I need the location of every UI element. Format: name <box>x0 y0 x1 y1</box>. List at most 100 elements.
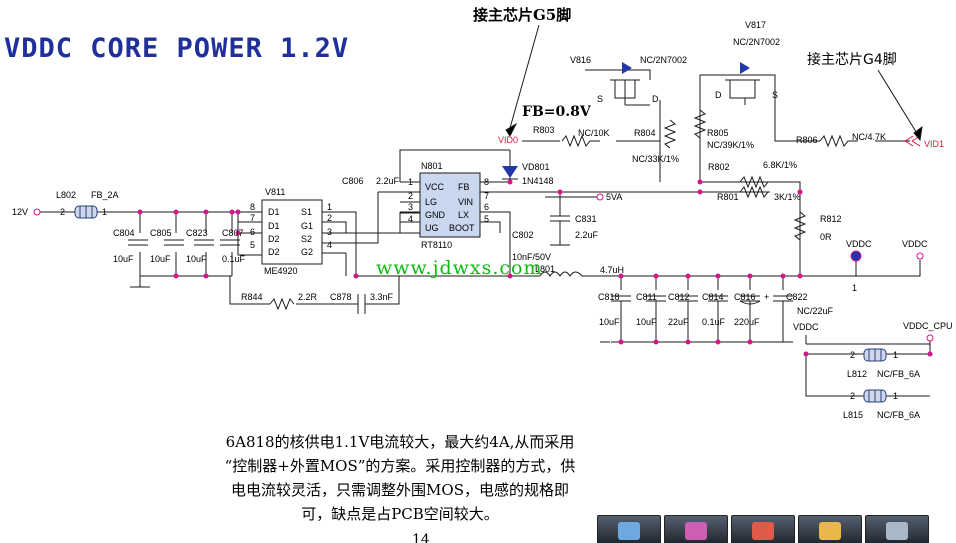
v811-pin-s2: S2 <box>301 234 312 244</box>
l812-pin1: 1 <box>893 350 898 360</box>
n801-part: RT8110 <box>421 240 452 250</box>
v811-num-7: 7 <box>250 213 255 223</box>
c812-value: 22uF <box>668 317 689 327</box>
c823-label: C823 <box>186 228 208 238</box>
r805-label: R805 <box>707 128 729 138</box>
g5-arrow-icon <box>505 122 518 137</box>
l812-value: NC/FB_6A <box>877 369 920 379</box>
c822-value: NC/22uF <box>797 306 834 316</box>
l801-inductor <box>539 271 583 277</box>
v817-mosfet <box>725 62 760 105</box>
v811-num-2: 2 <box>327 213 332 223</box>
l802-bead <box>74 205 98 219</box>
n801-pin-fb: FB <box>458 182 470 192</box>
l815-pin2: 2 <box>850 391 855 401</box>
c805-label: C805 <box>150 228 172 238</box>
vid1-arrow-icon <box>904 135 921 147</box>
v5a-label: 5VA <box>606 192 622 202</box>
v811-pin-g1: G1 <box>301 221 313 231</box>
n801-num-4: 4 <box>408 214 413 224</box>
l812-label: L812 <box>847 369 867 379</box>
c816-plus: + <box>764 292 769 302</box>
image-folder-icon[interactable] <box>798 515 862 543</box>
n801-pin-vcc: VCC <box>425 182 445 192</box>
c805-value: 10uF <box>150 254 171 264</box>
g4-arrow-icon <box>913 125 923 142</box>
fb-voltage-note: FB=0.8V <box>522 104 591 120</box>
c818-label: C818 <box>598 292 620 302</box>
v811-part: ME4920 <box>264 266 298 276</box>
l815-pin1: 1 <box>893 391 898 401</box>
vddc-terminal <box>916 252 924 260</box>
vd801-label: VD801 <box>522 162 550 172</box>
r803-value: NC/10K <box>578 128 610 138</box>
n801-pin-vin: VIN <box>458 197 473 207</box>
n801-num-2: 2 <box>408 191 413 201</box>
c814-label: C814 <box>702 292 724 302</box>
vd801-diode <box>502 166 518 180</box>
r802-label: R802 <box>708 162 730 172</box>
v817-d-label: D <box>715 90 722 100</box>
l801-label: L801 <box>535 264 555 274</box>
r812-label: R812 <box>820 214 842 224</box>
v816-label: V816 <box>570 55 591 65</box>
n801-label: N801 <box>421 161 443 171</box>
chart-icon[interactable] <box>731 515 795 543</box>
v811-num-6: 6 <box>250 227 255 237</box>
c831-value: 2.2uF <box>575 230 599 240</box>
g4-pin-note: 接主芯片G4脚 <box>807 52 897 68</box>
v817-s-label: S <box>772 90 778 100</box>
vid1-label: VID1 <box>924 139 944 149</box>
description-line: 电电流较灵活，只需调整外围MOS，电感的规格即 <box>231 481 569 499</box>
r801-label: R801 <box>717 192 739 202</box>
v811-num-3: 3 <box>327 227 332 237</box>
l812-pin2: 2 <box>850 350 855 360</box>
l812-bead <box>863 348 887 362</box>
v811-num-5: 5 <box>250 240 255 250</box>
n801-num-1: 1 <box>408 177 413 187</box>
n801-pin-ug: UG <box>425 223 439 233</box>
v12-terminal <box>33 208 41 216</box>
r844-value: 2.2R <box>298 292 318 302</box>
v811-num-4: 4 <box>327 240 332 250</box>
r812-value: 0R <box>820 232 832 242</box>
v811-pin-s1: S1 <box>301 207 312 217</box>
vddc-testpoint-label: VDDC <box>846 239 872 249</box>
watermark: www.jdwxs.com <box>376 257 543 279</box>
testpoint-pin1: 1 <box>852 283 857 293</box>
n801-num-8: 8 <box>484 177 489 187</box>
c811-label: C811 <box>636 292 657 302</box>
r804-value: NC/33K/1% <box>632 154 679 164</box>
c878-label: C878 <box>330 292 352 302</box>
tools-icon[interactable] <box>865 515 929 543</box>
c806-label: C806 <box>342 176 364 186</box>
n801-num-3: 3 <box>408 202 413 212</box>
l815-bead <box>863 389 887 403</box>
r805-value: NC/39K/1% <box>707 140 754 150</box>
c806-value: 2.2uF <box>376 176 400 186</box>
c812-label: C812 <box>668 292 690 302</box>
music-icon[interactable] <box>664 515 728 543</box>
description-line: 可，缺点是占PCB空间较大。 <box>301 505 499 523</box>
v817-label: V817 <box>745 20 766 30</box>
c878-value: 3.3nF <box>370 292 394 302</box>
description-text: 6A818的核供电1.1V电流较大，最大约4A,从而采用 “控制器+外置MOS”… <box>155 430 645 526</box>
l815-label: L815 <box>843 410 863 420</box>
l801-value: 4.7uH <box>600 265 624 275</box>
n801-num-6: 6 <box>484 202 489 212</box>
l815-value: NC/FB_6A <box>877 410 920 420</box>
n801-pin-lx: LX <box>458 210 469 220</box>
v811-pin-d1b: D1 <box>268 221 280 231</box>
c807-value: 0.1uF <box>222 254 246 264</box>
l802-pin2: 2 <box>60 207 65 217</box>
v811-num-8: 8 <box>250 202 255 212</box>
vid0-label: VID0 <box>498 135 518 145</box>
c802-value: 10nF/50V <box>512 252 551 262</box>
r801-value: 3K/1% <box>774 192 801 202</box>
c816-value: 220uF <box>734 317 760 327</box>
n801-num-5: 5 <box>484 214 489 224</box>
n801-chip <box>419 172 481 238</box>
clapper-icon[interactable] <box>597 515 661 543</box>
v817-part: NC/2N7002 <box>733 37 780 47</box>
